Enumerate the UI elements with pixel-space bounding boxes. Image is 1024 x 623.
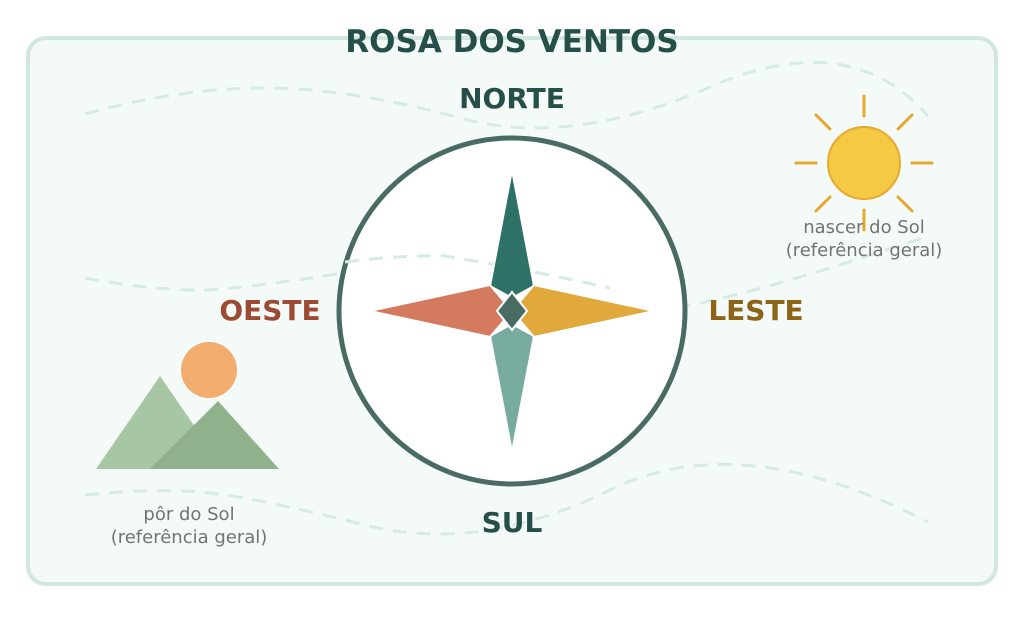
mountains-sunset-icon: [96, 342, 279, 469]
wave-line-top: [84, 60, 930, 130]
setting-sun-disc: [181, 342, 237, 398]
label-south: SUL: [482, 506, 543, 539]
sun-disc: [827, 126, 901, 200]
sun-icon: [794, 94, 934, 232]
label-west: OESTE: [219, 294, 320, 327]
sun-rays: [794, 94, 934, 232]
sunrise-caption-line1: nascer do Sol: [803, 217, 925, 238]
mountain-front: [150, 401, 279, 469]
diagram-title: ROSA DOS VENTOS: [345, 24, 678, 60]
compass-center-diamond: [495, 290, 529, 332]
sunset-caption-line2: (referência geral): [111, 527, 268, 548]
wave-line-bottom: [84, 462, 929, 536]
label-north: NORTE: [459, 82, 565, 115]
sunrise-caption-line2: (referência geral): [786, 240, 943, 261]
background-wave-lines: [84, 60, 930, 536]
label-east: LESTE: [708, 294, 803, 327]
sunset-caption-line1: pôr do Sol: [143, 504, 234, 525]
wave-line-middle-overlay: [344, 254, 611, 290]
